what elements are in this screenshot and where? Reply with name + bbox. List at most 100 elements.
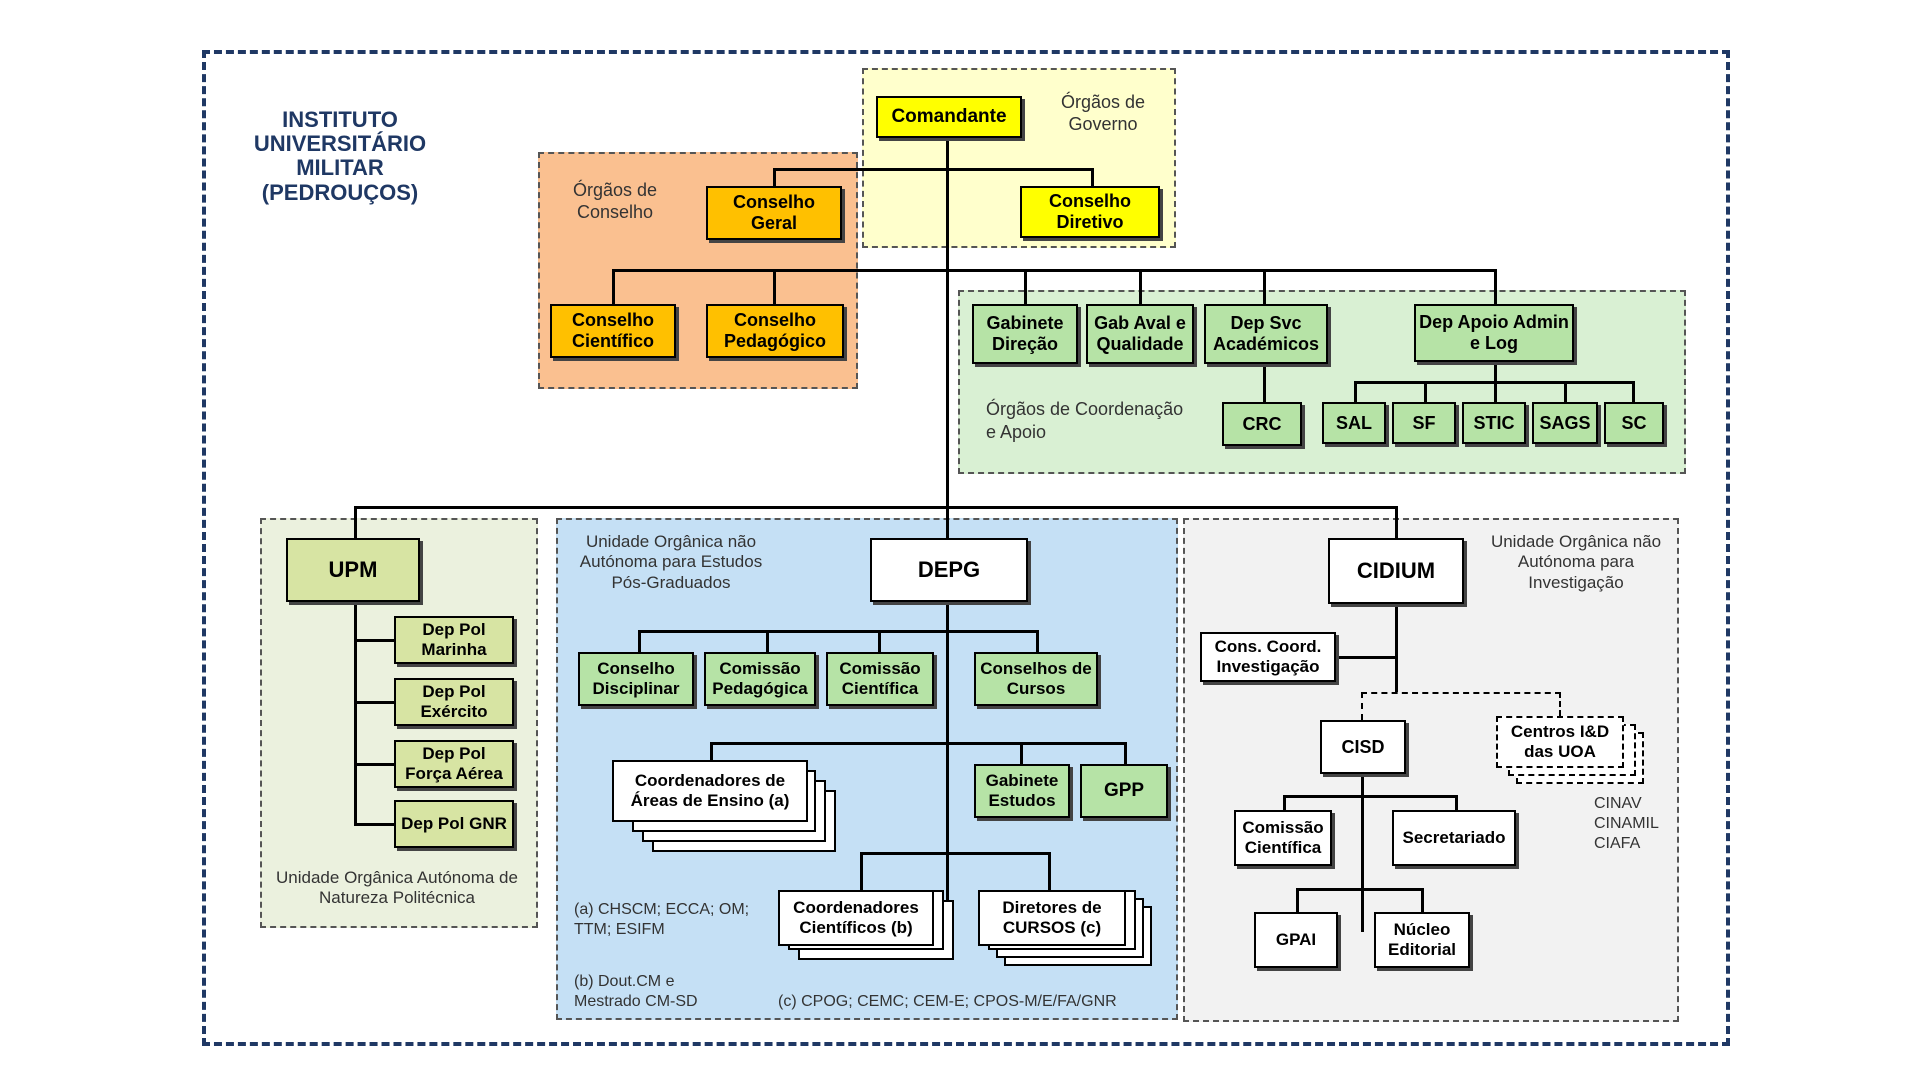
- line-dal-down: [1494, 362, 1497, 382]
- line-cp-drop: [773, 269, 776, 305]
- line-cc-drop: [612, 269, 615, 305]
- centros-list: CINAV CINAMIL CIAFA: [1594, 795, 1659, 852]
- box-gab-aval[interactable]: Gab Aval e Qualidade: [1086, 304, 1194, 364]
- box-coord-cientificos[interactable]: Coordenadores Científicos (b): [778, 890, 934, 946]
- line-cmd-main: [946, 138, 949, 508]
- line-dsa-drop: [1263, 269, 1266, 305]
- box-conselhos-cursos[interactable]: Conselhos de Cursos: [974, 652, 1098, 706]
- box-gpai[interactable]: GPAI: [1254, 912, 1338, 968]
- box-stic[interactable]: STIC: [1462, 402, 1526, 444]
- line-cisd-d1: [1283, 795, 1286, 811]
- line-cid-dash-r: [1559, 692, 1561, 716]
- box-gabinete-estudos[interactable]: Gabinete Estudos: [974, 764, 1070, 818]
- line-cisd-down: [1361, 774, 1364, 932]
- label-upm: Unidade Orgânica Autónoma de Natureza Po…: [276, 868, 518, 908]
- line-cid-dash-l: [1361, 692, 1363, 720]
- line-depg-d3: [878, 630, 881, 652]
- box-conselho-disciplinar[interactable]: Conselho Disciplinar: [578, 652, 694, 706]
- box-crc[interactable]: CRC: [1222, 402, 1302, 446]
- box-conselho-diretivo[interactable]: Conselho Diretivo: [1020, 186, 1160, 238]
- box-comandante[interactable]: Comandante: [876, 96, 1022, 138]
- box-coord-areas[interactable]: Coordenadores de Áreas de Ensino (a): [612, 760, 808, 822]
- line-gov-h: [773, 168, 1093, 171]
- box-cisd[interactable]: CISD: [1320, 720, 1406, 774]
- box-conselho-pedagogico[interactable]: Conselho Pedagógico: [706, 304, 844, 358]
- line-cisd-d2: [1455, 795, 1458, 811]
- box-dep-pol-gnr[interactable]: Dep Pol GNR: [394, 800, 514, 848]
- line-sal-drop: [1354, 381, 1357, 404]
- line-depg-d7: [1124, 742, 1127, 764]
- line-depg-d1: [638, 630, 641, 652]
- line-mid-h: [612, 269, 1497, 272]
- box-comissao-cientifica-cidium[interactable]: Comissão Científica: [1234, 810, 1332, 866]
- box-cidium[interactable]: CIDIUM: [1328, 538, 1464, 604]
- line-depg-d4: [1036, 630, 1039, 652]
- box-sags[interactable]: SAGS: [1532, 402, 1598, 444]
- line-depg-drop: [946, 506, 949, 538]
- box-gpp[interactable]: GPP: [1080, 764, 1168, 818]
- line-depg-d2: [766, 630, 769, 652]
- box-dep-pol-forca-aerea[interactable]: Dep Pol Força Aérea: [394, 740, 514, 788]
- box-sf[interactable]: SF: [1392, 402, 1456, 444]
- box-dep-svc[interactable]: Dep Svc Académicos: [1204, 304, 1328, 364]
- box-upm[interactable]: UPM: [286, 538, 420, 602]
- line-upm-v: [354, 602, 357, 824]
- line-cisd-h2: [1296, 888, 1423, 891]
- label-coordenacao: Órgãos de Coordenação e Apoio: [986, 399, 1184, 442]
- line-sc-drop: [1632, 381, 1635, 404]
- line-sags-drop: [1564, 381, 1567, 404]
- box-gabinete-direcao[interactable]: Gabinete Direção: [972, 304, 1078, 364]
- line-depg-h2: [710, 742, 1126, 745]
- box-depg[interactable]: DEPG: [870, 538, 1028, 602]
- line-depg-d8: [860, 852, 863, 890]
- line-depg-d5: [710, 742, 713, 760]
- label-depg: Unidade Orgânica não Autónoma para Estud…: [579, 532, 763, 592]
- line-cidium-drop: [1395, 506, 1398, 538]
- box-comissao-cientifica-depg[interactable]: Comissão Científica: [826, 652, 934, 706]
- box-dep-pol-marinha[interactable]: Dep Pol Marinha: [394, 616, 514, 664]
- label-cidium: Unidade Orgânica não Autónoma para Inves…: [1490, 532, 1662, 592]
- line-upm-h4: [354, 823, 394, 826]
- label-conselho: Órgãos de Conselho: [572, 180, 658, 222]
- box-centros[interactable]: Centros I&D das UOA: [1496, 716, 1624, 768]
- line-cid-v: [1395, 604, 1398, 692]
- box-dep-pol-exercito[interactable]: Dep Pol Exército: [394, 678, 514, 726]
- line-depg-d6: [1020, 742, 1023, 764]
- box-conselho-cientifico[interactable]: Conselho Científico: [550, 304, 676, 358]
- label-governo: Órgãos de Governo: [1060, 92, 1146, 134]
- line-gov-l: [773, 168, 776, 190]
- line-cisd-d3: [1296, 888, 1299, 912]
- line-sf-drop: [1424, 381, 1427, 404]
- line-upm-drop: [354, 506, 357, 538]
- line-depg-down: [946, 602, 949, 940]
- page-title: INSTITUTO UNIVERSITÁRIO MILITAR (PEDROUÇ…: [253, 107, 427, 205]
- line-depg-h1: [638, 630, 1038, 633]
- line-depg-d9: [1048, 852, 1051, 890]
- line-cid-cons: [1336, 656, 1396, 659]
- line-upm-h2: [354, 701, 394, 704]
- note-b: (b) Dout.CM e Mestrado CM-SD: [574, 973, 698, 1010]
- box-sal[interactable]: SAL: [1322, 402, 1386, 444]
- outer-frame: [202, 50, 1730, 1046]
- box-sc[interactable]: SC: [1604, 402, 1664, 444]
- box-cons-coord[interactable]: Cons. Coord. Investigação: [1200, 632, 1336, 682]
- box-conselho-geral[interactable]: Conselho Geral: [706, 186, 842, 240]
- box-comissao-pedagogica[interactable]: Comissão Pedagógica: [704, 652, 816, 706]
- line-bottom-h: [354, 506, 1397, 509]
- line-gav-drop: [1139, 269, 1142, 305]
- line-depg-h3: [860, 852, 1050, 855]
- box-secretariado[interactable]: Secretariado: [1392, 810, 1516, 866]
- box-diretores-cursos[interactable]: Diretores de CURSOS (c): [978, 890, 1126, 946]
- line-dal-drop: [1494, 269, 1497, 305]
- box-nucleo-editorial[interactable]: Núcleo Editorial: [1374, 912, 1470, 968]
- box-dep-apoio[interactable]: Dep Apoio Admin e Log: [1414, 304, 1574, 362]
- line-cisd-d4: [1421, 888, 1424, 912]
- line-gov-r: [1091, 168, 1094, 190]
- line-gd-drop: [1024, 269, 1027, 305]
- line-crc-drop: [1263, 362, 1266, 404]
- note-a: (a) CHSCM; ECCA; OM; TTM; ESIFM: [574, 901, 750, 938]
- line-cisd-h1: [1283, 795, 1458, 798]
- line-upm-h3: [354, 763, 394, 766]
- line-upm-h1: [354, 639, 394, 642]
